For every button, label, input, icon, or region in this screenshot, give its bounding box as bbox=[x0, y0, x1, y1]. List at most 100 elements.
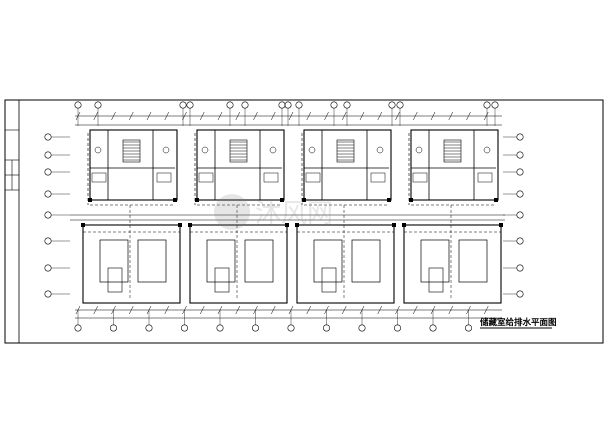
fixture bbox=[428, 267, 444, 293]
dim-tick bbox=[306, 305, 311, 315]
axis-bubble bbox=[44, 264, 52, 272]
dim-tick bbox=[93, 305, 98, 315]
column bbox=[280, 198, 284, 202]
dim-tick bbox=[359, 305, 365, 315]
storage-room bbox=[244, 239, 274, 283]
dim-tick bbox=[484, 111, 489, 121]
column bbox=[302, 198, 306, 202]
axis-bubble bbox=[343, 101, 351, 109]
axis-bubble bbox=[491, 101, 499, 109]
stair bbox=[229, 139, 248, 163]
fixture bbox=[263, 172, 279, 183]
axis-bubble bbox=[516, 290, 524, 298]
floor-drain bbox=[162, 146, 170, 154]
bottom-dimension-lines bbox=[75, 309, 502, 319]
dim-tick bbox=[448, 111, 453, 121]
fixture bbox=[412, 172, 428, 183]
axis-bubble bbox=[429, 324, 437, 332]
dim-tick bbox=[377, 111, 382, 121]
axis-bubble bbox=[516, 190, 524, 198]
dim-tick bbox=[288, 111, 294, 121]
axis-bubble bbox=[388, 101, 396, 109]
axis-bubble bbox=[516, 133, 524, 141]
axis-bubble bbox=[44, 290, 52, 298]
dim-tick bbox=[324, 111, 329, 121]
axis-bubble bbox=[278, 101, 286, 109]
axis-bubble bbox=[44, 133, 52, 141]
dim-tick bbox=[164, 111, 169, 121]
top-dimension-lines bbox=[75, 115, 502, 126]
lower-block-wall bbox=[403, 224, 502, 304]
upper-block-wall bbox=[410, 129, 499, 201]
dim-tick bbox=[395, 305, 400, 315]
dim-tick bbox=[306, 111, 311, 121]
axis-bubble bbox=[516, 264, 524, 272]
dim-tick bbox=[253, 305, 258, 315]
axis-bubble bbox=[186, 101, 194, 109]
dim-tick bbox=[271, 305, 276, 315]
dim-tick bbox=[342, 305, 347, 315]
axis-bubble bbox=[179, 101, 187, 109]
watermark: 沐风网 bbox=[214, 194, 333, 230]
inner-frame bbox=[18, 99, 604, 344]
axis-bubble bbox=[516, 168, 524, 176]
axis-bubble bbox=[94, 101, 102, 109]
storage-room bbox=[351, 239, 381, 283]
axis-bubble bbox=[44, 237, 52, 245]
column bbox=[188, 223, 192, 227]
dim-tick bbox=[200, 305, 205, 315]
floor-drain bbox=[376, 146, 384, 154]
axis-bubble bbox=[322, 324, 330, 332]
upper-block-wall bbox=[303, 129, 392, 201]
dim-tick bbox=[235, 111, 240, 121]
dim-tick bbox=[359, 111, 365, 121]
dim-tick bbox=[466, 111, 471, 121]
storage-room bbox=[206, 239, 236, 283]
fixture bbox=[107, 267, 123, 293]
dwelling-unit bbox=[295, 129, 396, 304]
right-axis-markers bbox=[503, 133, 524, 298]
lower-block-wall bbox=[296, 224, 395, 304]
axis-bubble bbox=[358, 324, 366, 332]
axis-bubble bbox=[396, 101, 404, 109]
floor-drain bbox=[269, 146, 277, 154]
storage-room bbox=[313, 239, 343, 283]
axis-bubble bbox=[44, 151, 52, 159]
column bbox=[81, 223, 85, 227]
dim-tick bbox=[129, 111, 134, 121]
axis-bubble bbox=[74, 101, 82, 109]
column bbox=[178, 223, 182, 227]
column bbox=[88, 198, 92, 202]
column bbox=[409, 198, 413, 202]
dim-tick bbox=[271, 111, 276, 121]
dim-tick bbox=[182, 305, 187, 315]
stair bbox=[122, 139, 141, 163]
fixture bbox=[156, 172, 172, 183]
dim-tick bbox=[324, 305, 329, 315]
dim-tick bbox=[146, 111, 152, 121]
axis-bubble bbox=[483, 101, 491, 109]
dim-tick bbox=[288, 305, 294, 315]
dim-tick bbox=[93, 111, 98, 121]
drawing-title: 储藏室给排水平面图 bbox=[479, 317, 557, 328]
upper-block-wall bbox=[196, 129, 285, 201]
stair bbox=[443, 139, 462, 163]
floor-drain bbox=[308, 146, 316, 154]
lower-block-wall bbox=[189, 224, 288, 304]
stair-outline bbox=[122, 139, 141, 163]
fixture bbox=[477, 172, 493, 183]
dim-tick bbox=[448, 305, 453, 315]
dim-tick bbox=[75, 111, 81, 121]
title-strip bbox=[5, 129, 19, 191]
axis-bubble bbox=[516, 151, 524, 159]
storage-room bbox=[420, 239, 450, 283]
dim-tick bbox=[182, 111, 187, 121]
floor-drain bbox=[415, 146, 423, 154]
column bbox=[392, 223, 396, 227]
dim-tick bbox=[413, 111, 418, 121]
dim-tick bbox=[430, 111, 436, 121]
fixture bbox=[91, 172, 107, 183]
dim-tick bbox=[164, 305, 169, 315]
stair bbox=[336, 139, 355, 163]
floor-drain bbox=[201, 146, 209, 154]
